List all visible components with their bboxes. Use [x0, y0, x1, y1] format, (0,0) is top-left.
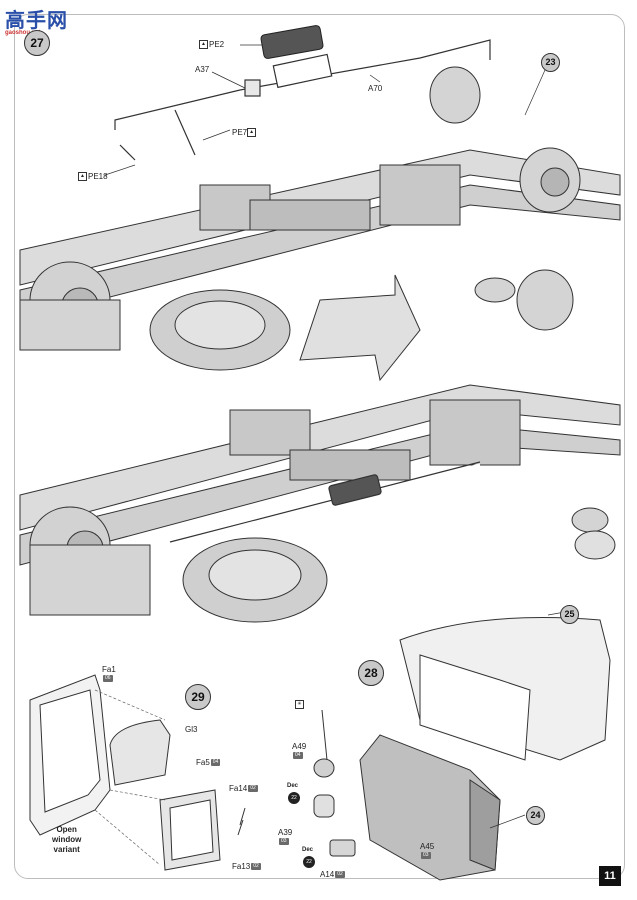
page-frame	[14, 14, 625, 879]
installed-fuel-pipe	[169, 461, 481, 547]
leader-pe18	[104, 164, 136, 176]
label-a39-tag: 03	[279, 838, 289, 846]
fuel-pipe-a70	[114, 39, 491, 161]
leader-a37	[211, 71, 246, 89]
leader-pe7	[202, 129, 231, 141]
leader-23	[524, 69, 546, 116]
dec-label-b: Dec	[302, 847, 314, 853]
label-fa5-tag: 04	[210, 759, 221, 767]
watermark-logo: 高手网 gaoshou.net	[5, 4, 71, 38]
label-fa13-text: Fa13	[232, 862, 251, 871]
pe-icon: ▲	[78, 172, 87, 182]
fuel-filter-pe2	[260, 25, 324, 59]
label-a14-text: A14	[320, 870, 335, 879]
leader-24	[489, 814, 526, 829]
label-a37: A37	[195, 65, 210, 74]
label-fa14-text: Fa14	[229, 784, 248, 793]
step-27-badge: 27	[24, 30, 50, 56]
variant-line2: window	[52, 835, 82, 844]
chassis-top	[19, 66, 621, 371]
label-pe7: PE7▲	[232, 128, 257, 138]
label-a45-tag: 03	[421, 852, 431, 860]
ref-24-badge: 24	[526, 806, 545, 825]
ref-23-badge: 23	[541, 53, 560, 72]
watermark-text: 高手网	[5, 8, 68, 32]
step-28-badge: 28	[358, 660, 384, 686]
ref-25-badge: 25	[560, 605, 579, 624]
label-pe2: ▲PE2	[199, 40, 225, 50]
label-a39-text: A39	[278, 828, 293, 837]
label-gi3: Gl3	[185, 725, 198, 734]
variant-line1: Open	[56, 825, 77, 834]
chassis-bottom	[19, 269, 621, 623]
step-29-badge: 29	[185, 684, 211, 710]
label-fa1-tag: 06	[103, 675, 113, 683]
decal-marker-a: 22	[288, 792, 300, 804]
pe-icon: ▲	[247, 128, 257, 138]
pe-icon: ✳	[295, 700, 304, 710]
door-guide-lines	[94, 689, 166, 866]
label-pe18: ▲PE18	[78, 172, 108, 182]
label-a49-tag: 04	[293, 752, 303, 760]
label-fa1-text: Fa1	[102, 665, 116, 674]
label-a45-text: A45	[420, 842, 435, 851]
label-pe2-text: PE2	[209, 40, 225, 49]
leader-a70	[369, 74, 381, 83]
dec-label-a: Dec	[287, 783, 299, 789]
label-fa14-tag: 02	[248, 785, 258, 793]
label-pe18-text: PE18	[88, 172, 108, 181]
label-pe-top: ✳	[295, 700, 305, 710]
label-a49-text: A49	[292, 742, 307, 751]
label-fa13-tag: 02	[251, 863, 261, 871]
step-arrow	[299, 274, 421, 382]
page-number: 11	[599, 866, 621, 886]
pe-icon: ▲	[199, 40, 208, 50]
variant-line3: variant	[53, 845, 80, 854]
open-window-variant-note: Open window variant	[52, 825, 81, 855]
watermark-url: gaoshou.net	[5, 30, 41, 36]
label-a70: A70	[368, 84, 383, 93]
label-fa5-text: Fa5	[196, 758, 210, 767]
label-a14-tag: 02	[335, 871, 345, 879]
decal-marker-b: 22	[303, 856, 315, 868]
door-assembly	[29, 674, 246, 871]
cab-assembly	[313, 617, 611, 881]
label-pe7-text: PE7	[232, 128, 248, 137]
